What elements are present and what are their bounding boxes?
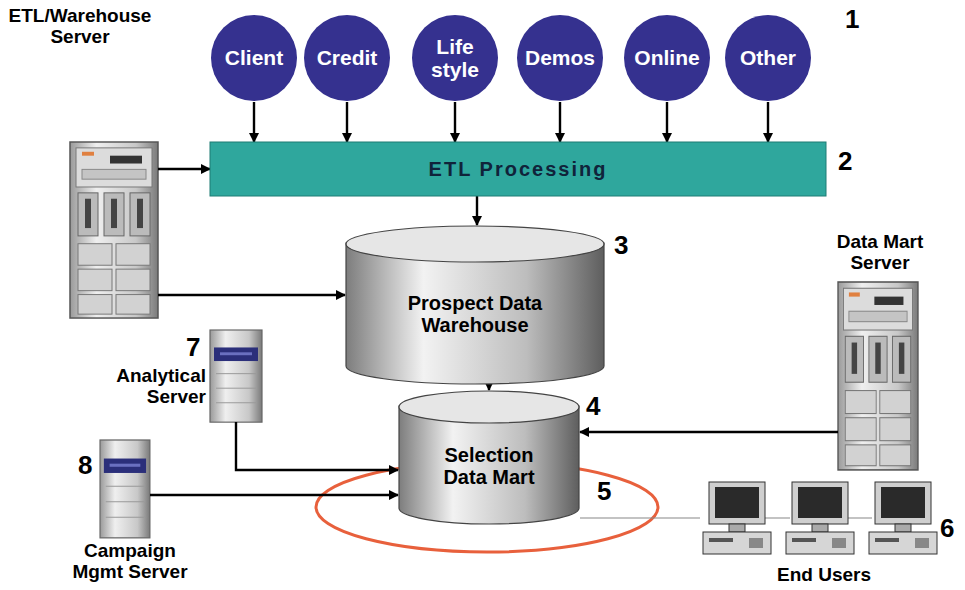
connector-arrow xyxy=(253,102,255,142)
circle-outline xyxy=(211,15,297,101)
connector-arrow xyxy=(158,168,210,170)
cylinder-top xyxy=(346,226,604,262)
connector-arrow xyxy=(346,102,348,142)
circle-outline xyxy=(517,15,603,101)
source-circle: Life style xyxy=(411,14,499,102)
source-circle: Online xyxy=(623,14,711,102)
band-fill xyxy=(210,142,826,196)
connector-arrow xyxy=(236,422,398,470)
source-circle: Client xyxy=(210,14,298,102)
campaign-server: Campaign Mgmt Server xyxy=(100,440,150,538)
cylinder-top xyxy=(399,391,579,423)
callout-number: 1 xyxy=(845,6,859,32)
cylinder-body xyxy=(346,243,604,384)
node-text: Other xyxy=(740,46,796,69)
circle-outline xyxy=(725,15,811,101)
node-label: ETL/Warehouse Server xyxy=(2,6,158,48)
connector-arrow xyxy=(580,517,700,518)
node-text: Client xyxy=(225,46,283,69)
node-label: Data Mart Server xyxy=(818,232,942,274)
connector-arrow xyxy=(488,385,490,390)
connector-arrow xyxy=(158,294,345,296)
callout-number: 2 xyxy=(838,148,852,174)
circle-outline xyxy=(624,15,710,101)
connector-arrow xyxy=(559,102,561,142)
connector-arrow xyxy=(150,494,398,496)
callout-number: 8 xyxy=(78,452,92,478)
node-text: ETL Processing xyxy=(429,158,608,180)
node-text: Life style xyxy=(418,35,492,81)
workstation-icon xyxy=(869,482,937,554)
campaign-server-icon xyxy=(100,440,150,538)
node-text: Prospect Data Warehouse xyxy=(385,292,565,336)
etl-server-icon xyxy=(70,142,158,318)
node-label: End Users xyxy=(700,565,948,586)
end-users: End Users xyxy=(700,480,948,588)
analytical-server-icon xyxy=(210,330,262,422)
source-circle: Demos xyxy=(516,14,604,102)
callout-number: 6 xyxy=(940,515,954,541)
node-text: Online xyxy=(634,46,699,69)
callout-number: 5 xyxy=(597,478,611,504)
node-text: Credit xyxy=(317,46,378,69)
connector-arrow xyxy=(666,102,668,142)
callout-number: 4 xyxy=(586,393,600,419)
callout-number: 3 xyxy=(614,232,628,258)
connector-arrow xyxy=(454,102,456,142)
data-mart-server: Data Mart Server xyxy=(838,282,918,470)
node-label: Analytical Server xyxy=(78,366,206,408)
node-label: Campaign Mgmt Server xyxy=(58,541,202,583)
circle-outline xyxy=(412,15,498,101)
workstation-icon xyxy=(703,482,771,554)
data-mart-server-icon xyxy=(838,282,918,470)
node-text: Demos xyxy=(525,46,595,69)
node-text: Selection Data Mart xyxy=(424,444,554,488)
source-circle: Credit xyxy=(303,14,391,102)
callout-number: 7 xyxy=(186,334,200,360)
warehouse-cylinder: Prospect Data Warehouse xyxy=(345,225,605,385)
data-mart-cylinder: Selection Data Mart xyxy=(398,390,580,525)
etl-warehouse-server: ETL/Warehouse Server xyxy=(70,142,158,318)
connector-arrow xyxy=(476,196,478,225)
cylinder-body xyxy=(399,406,579,524)
connector-arrow xyxy=(767,102,769,142)
etl-band: ETL Processing xyxy=(210,142,826,196)
circle-outline xyxy=(304,15,390,101)
source-circle: Other xyxy=(724,14,812,102)
connector-arrow xyxy=(580,431,838,433)
analytical-server: Analytical Server xyxy=(210,330,262,422)
workstation-icon xyxy=(786,482,854,554)
